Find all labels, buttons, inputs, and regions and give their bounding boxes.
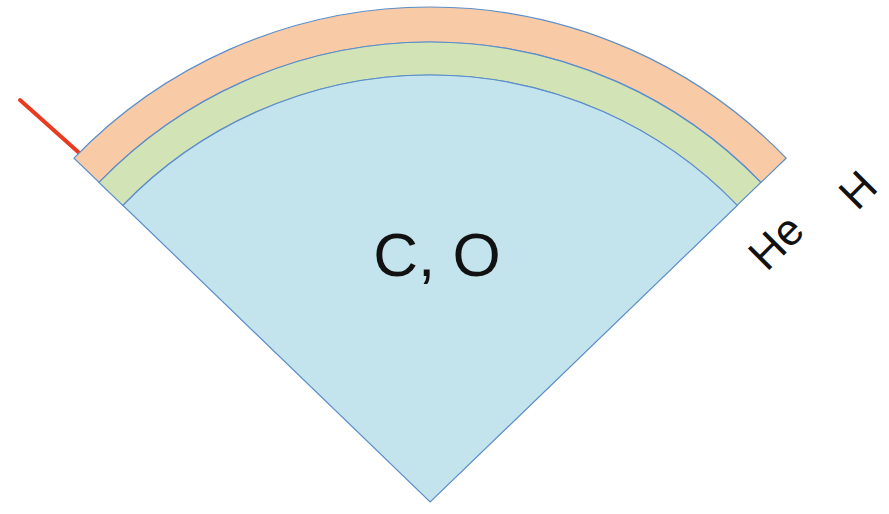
core-wedge: C, O [121,73,739,504]
core-wedge-outline [123,75,737,502]
layer-label: H [831,163,885,217]
layer-label: He [741,207,812,278]
core-wedge-shape [121,73,739,504]
layer-label: C, O [373,224,500,286]
